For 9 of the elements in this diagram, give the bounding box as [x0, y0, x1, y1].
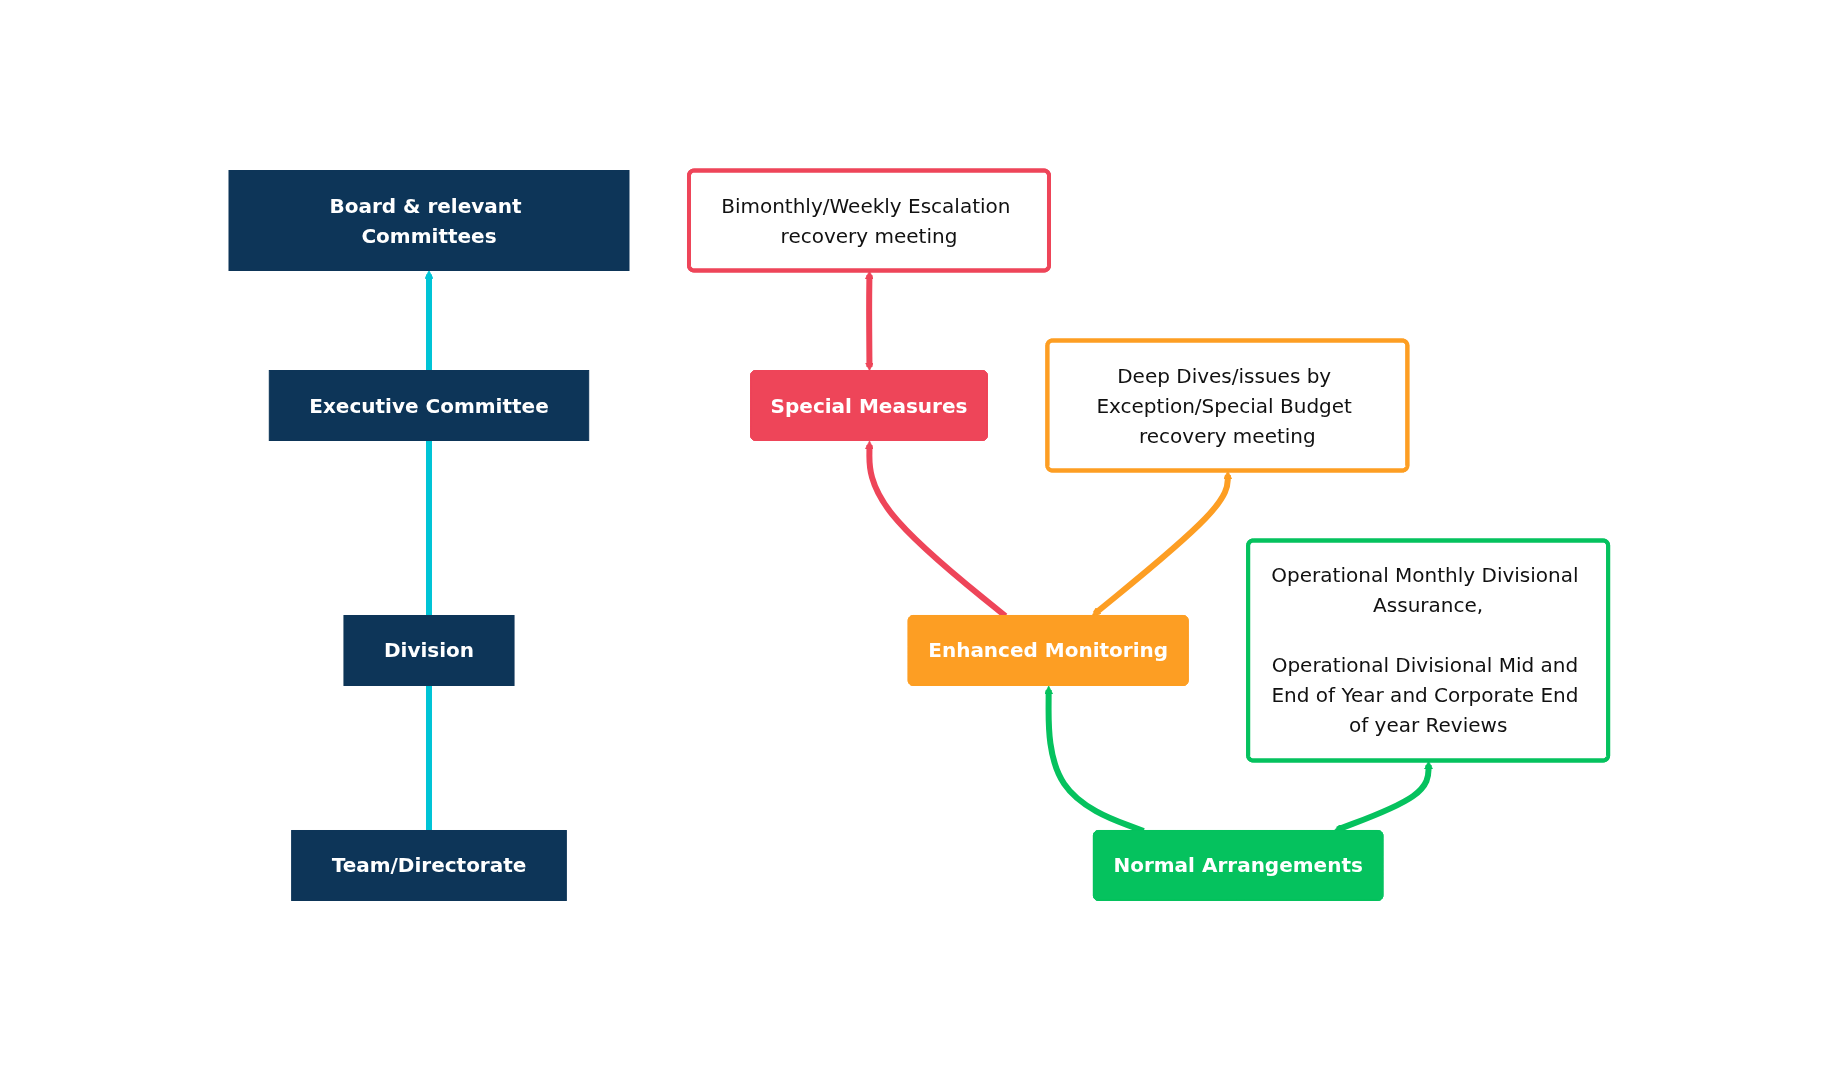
node-box: Team/Directorate: [291, 830, 568, 901]
node-box: Board & relevant Committees: [228, 170, 630, 271]
node-box: Executive Committee: [269, 370, 590, 441]
node-box: Division: [343, 615, 515, 686]
arrow: [865, 270, 875, 371]
connector: [426, 685, 433, 831]
connector: [426, 440, 433, 616]
arrow: [425, 270, 434, 371]
arrow: [1092, 470, 1233, 617]
